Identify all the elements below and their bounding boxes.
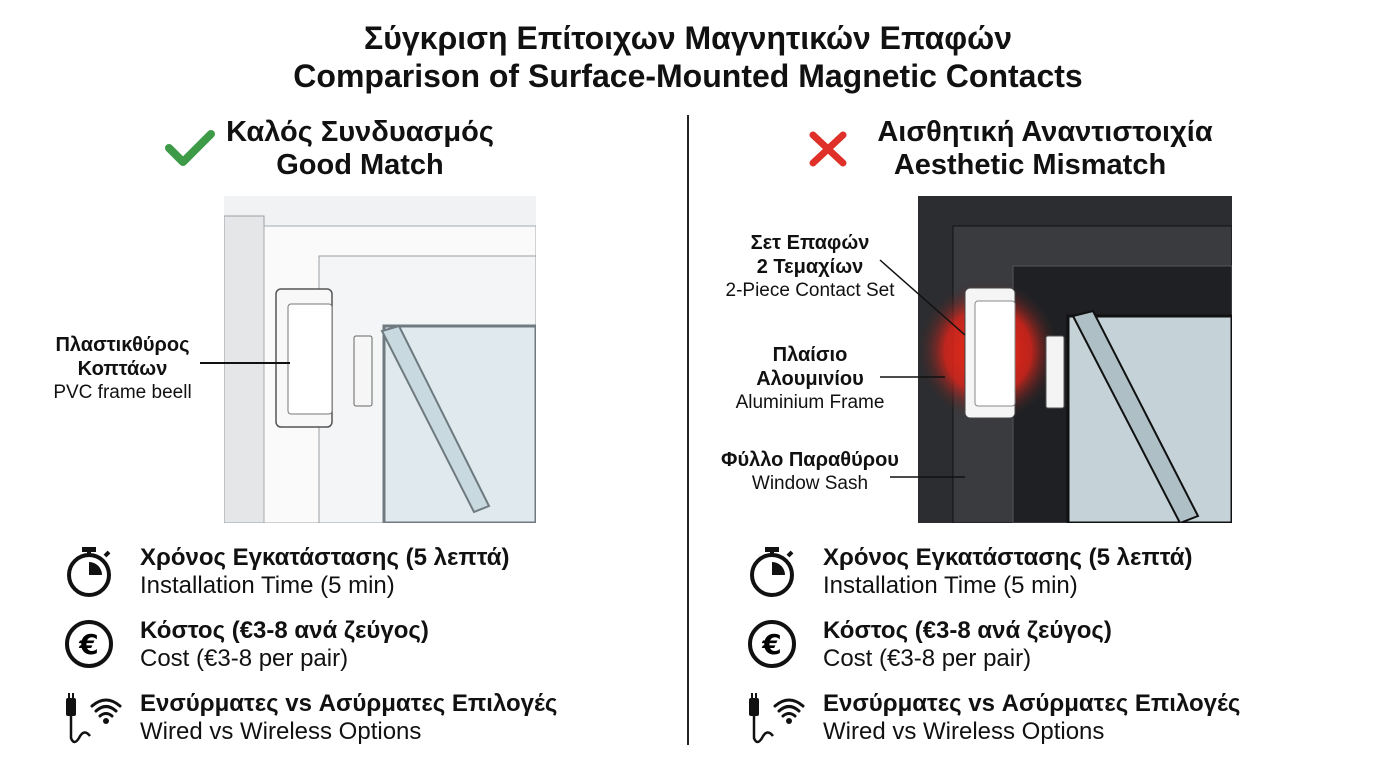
svg-text:€: € xyxy=(78,628,98,661)
euro-icon: € xyxy=(745,617,799,676)
feature-english: Wired vs Wireless Options xyxy=(140,718,422,745)
feature-greek: Ενσύρματες vs Ασύρματες Επιλογές xyxy=(140,690,558,717)
wired-wireless-icon xyxy=(745,690,805,755)
feature-english: Cost (€3-8 per pair) xyxy=(823,645,1032,672)
x-icon xyxy=(809,131,847,167)
label-english: PVC frame beell xyxy=(53,382,192,403)
pvc-window-illustration xyxy=(224,196,536,523)
feature-text: Χρόνος Εγκατάστασης (5 λεπτά)Installatio… xyxy=(140,544,510,600)
label-contact-set: Σετ Επαφών 2 Τεμαχίων 2-Piece Contact Se… xyxy=(700,231,920,303)
euro-icon: € xyxy=(62,617,116,676)
stopwatch-icon xyxy=(745,544,799,603)
wired-wireless-icon xyxy=(62,690,122,755)
label-greek: Σετ Επαφών xyxy=(750,232,870,254)
label-greek: 2 Τεμαχίων xyxy=(756,256,864,278)
feature-greek: Χρόνος Εγκατάστασης (5 λεπτά) xyxy=(823,544,1193,571)
label-greek: Πλαίσιο xyxy=(772,344,848,366)
feature-text: Κόστος (€3-8 ανά ζεύγος)Cost (€3-8 per p… xyxy=(140,617,429,673)
label-aluminium-frame: Πλαίσιο Αλουμινίου Aluminium Frame xyxy=(700,343,920,415)
feature-greek: Χρόνος Εγκατάστασης (5 λεπτά) xyxy=(140,544,510,571)
label-greek: Πλαστικθύρος xyxy=(55,334,190,356)
label-greek: Κοπτάων xyxy=(77,358,168,380)
feature-greek: Κόστος (€3-8 ανά ζεύγος) xyxy=(140,617,429,644)
title-english: Comparison of Surface-Mounted Magnetic C… xyxy=(293,58,1083,94)
feature-english: Installation Time (5 min) xyxy=(823,572,1078,599)
left-heading-greek: Καλός Συνδυασμός xyxy=(226,116,494,148)
label-window-sash: Φύλλο Παραθύρου Window Sash xyxy=(700,448,920,496)
check-icon xyxy=(165,130,215,166)
label-leader-line xyxy=(200,362,290,364)
label-pvc-frame: Πλαστικθύρος Κοπτάων PVC frame beell xyxy=(20,333,225,405)
left-heading-english: Good Match xyxy=(276,149,444,181)
feature-english: Installation Time (5 min) xyxy=(140,572,395,599)
label-greek: Αλουμινίου xyxy=(756,368,864,390)
feature-text: Χρόνος Εγκατάστασης (5 λεπτά)Installatio… xyxy=(823,544,1193,600)
right-heading-greek: Αισθητική Αναντιστοιχία xyxy=(877,116,1213,148)
label-leader-lines xyxy=(879,259,966,478)
label-english: Aluminium Frame xyxy=(735,392,885,413)
svg-text:€: € xyxy=(761,628,781,661)
feature-english: Wired vs Wireless Options xyxy=(823,718,1105,745)
aluminium-window-illustration xyxy=(918,196,1232,523)
stopwatch-icon xyxy=(62,544,116,603)
feature-text: Κόστος (€3-8 ανά ζεύγος)Cost (€3-8 per p… xyxy=(823,617,1112,673)
label-english: Window Sash xyxy=(751,473,869,494)
feature-greek: Κόστος (€3-8 ανά ζεύγος) xyxy=(823,617,1112,644)
feature-english: Cost (€3-8 per pair) xyxy=(140,645,349,672)
label-english: 2-Piece Contact Set xyxy=(725,280,895,301)
right-heading-english: Aesthetic Mismatch xyxy=(893,149,1167,181)
divider xyxy=(687,115,689,745)
title-greek: Σύγκριση Επίτοιχων Μαγνητικών Επαφών xyxy=(364,20,1012,56)
label-greek: Φύλλο Παραθύρου xyxy=(721,449,899,471)
feature-greek: Ενσύρματες vs Ασύρματες Επιλογές xyxy=(823,690,1241,717)
